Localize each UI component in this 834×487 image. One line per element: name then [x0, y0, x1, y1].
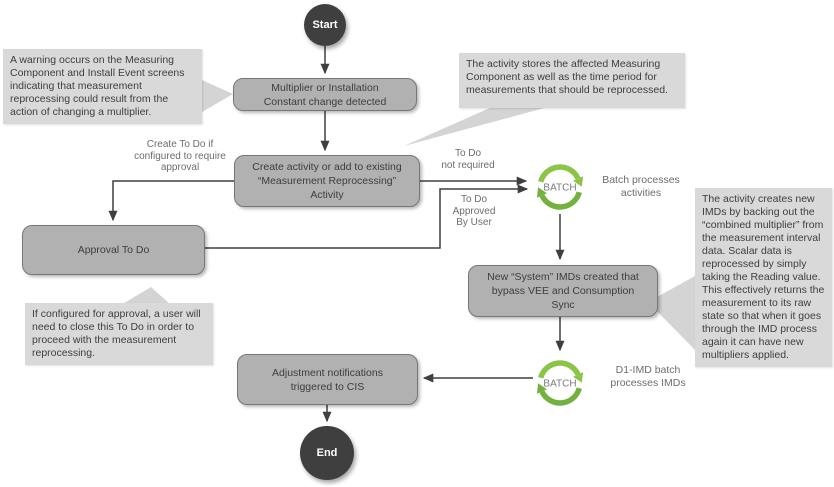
start-label: Start: [312, 19, 338, 31]
edge-label-todo-not-required: To Do not required: [441, 148, 495, 171]
batch-refresh-icon: BATCH: [536, 360, 584, 406]
batch-label: BATCH: [543, 183, 576, 194]
approval-note-callout-pointer: [121, 287, 171, 305]
batch-label: BATCH: [543, 379, 576, 390]
d1-imd-batch-caption: D1-IMD batch processes IMDs: [610, 364, 686, 389]
end-label: End: [316, 447, 338, 459]
warning-callout-pointer: [202, 80, 233, 112]
imd-creation-callout-pointer: [648, 276, 695, 350]
activity-stores-callout: The activity stores the affected Measuri…: [459, 53, 685, 108]
imd-creation-callout: The activity creates new IMDs by backing…: [695, 188, 832, 367]
approval-todo-node: Approval To Do: [22, 225, 205, 275]
batch-activities-caption: Batch processes activities: [602, 174, 680, 199]
warning-callout: A warning occurs on the Measuring Compon…: [3, 49, 202, 124]
end-node: End: [300, 426, 354, 480]
approval-note-callout: If configured for approval, a user will …: [25, 303, 213, 365]
activity-stores-callout-pointer: [404, 107, 548, 146]
start-node: Start: [304, 4, 346, 46]
edge-label-todo-approved: To Do Approved By User: [452, 194, 496, 228]
create-activity-node: Create activity or add to existing “Meas…: [234, 155, 420, 207]
new-system-imds-node: New “System” IMDs created that bypass VE…: [468, 265, 658, 317]
multiplier-change-node: Multiplier or Installation Constant chan…: [233, 78, 417, 111]
batch-refresh-icon: BATCH: [536, 164, 584, 210]
edge-label-create-todo: Create To Do if configured to require ap…: [134, 139, 226, 173]
adjustment-notifications-node: Adjustment notifications triggered to CI…: [237, 354, 418, 405]
